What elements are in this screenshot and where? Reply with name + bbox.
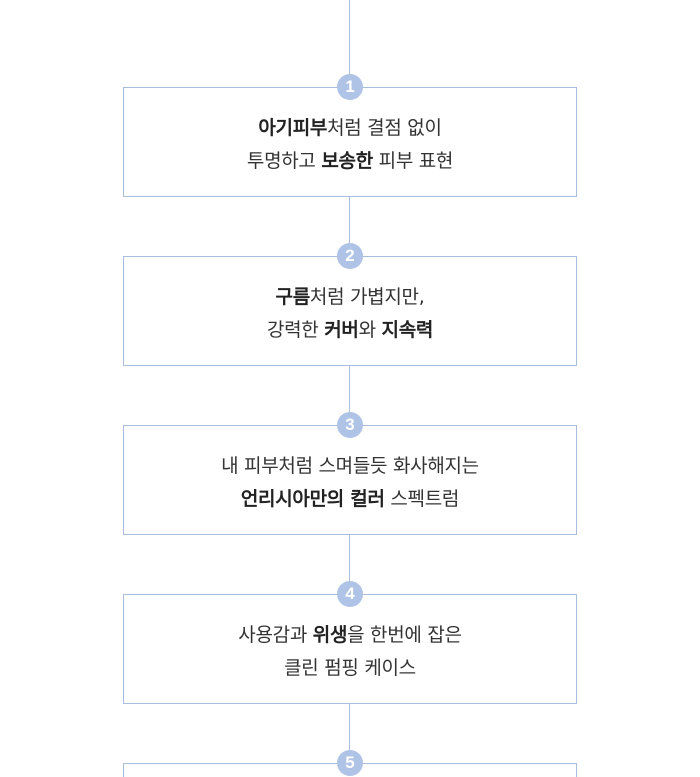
text-segment: 처럼 결점 없이 — [327, 117, 442, 139]
feature-line-2: 클린 펌핑 케이스 — [124, 652, 576, 685]
step-number-badge-2: 2 — [337, 243, 363, 269]
connector-line — [349, 535, 350, 594]
feature-line-1: 아기피부처럼 결점 없이 — [124, 112, 576, 145]
connector-line — [349, 0, 350, 87]
text-segment: 내 피부처럼 스며들듯 화사해지는 — [221, 455, 479, 477]
text-segment: 피부 표현 — [372, 150, 454, 172]
feature-card-1: 아기피부처럼 결점 없이 투명하고 보송한 피부 표현 — [123, 87, 577, 197]
feature-card-4: 사용감과 위생을 한번에 잡은 클린 펌핑 케이스 — [123, 594, 577, 704]
text-segment: 클린 펌핑 케이스 — [284, 657, 416, 679]
step-number-badge-1: 1 — [337, 74, 363, 100]
feature-card-3: 내 피부처럼 스며들듯 화사해지는 언리시아만의 컬러 스펙트럼 — [123, 425, 577, 535]
feature-line-2: 강력한 커버와 지속력 — [124, 314, 576, 347]
text-segment: 사용감과 — [238, 624, 313, 646]
text-segment: 강력한 — [266, 319, 325, 341]
feature-line-2: 언리시아만의 컬러 스펙트럼 — [124, 483, 576, 516]
feature-line-2: 투명하고 보송한 피부 표현 — [124, 145, 576, 178]
feature-card-text: 구름처럼 가볍지만, 강력한 커버와 지속력 — [124, 281, 576, 347]
text-segment: 을 한번에 잡은 — [347, 624, 462, 646]
text-segment: 언리시아만의 컬러 — [240, 488, 385, 510]
text-segment: 커버 — [324, 319, 359, 341]
text-segment: 위생 — [312, 624, 348, 646]
feature-card-2: 구름처럼 가볍지만, 강력한 커버와 지속력 — [123, 256, 577, 366]
step-number-badge-4: 4 — [337, 581, 363, 607]
feature-line-1: 구름처럼 가볍지만, — [124, 281, 576, 314]
text-segment: 보송한 — [321, 150, 373, 172]
feature-card-text: 아기피부처럼 결점 없이 투명하고 보송한 피부 표현 — [124, 112, 576, 178]
connector-line — [349, 366, 350, 425]
step-number-badge-3: 3 — [337, 412, 363, 438]
feature-line-1: 내 피부처럼 스며들듯 화사해지는 — [124, 450, 576, 483]
connector-line — [349, 704, 350, 763]
step-number-badge-5: 5 — [337, 750, 363, 776]
feature-card-text: 사용감과 위생을 한번에 잡은 클린 펌핑 케이스 — [124, 619, 576, 685]
text-segment: 투명하고 — [246, 150, 322, 172]
feature-line-1: 사용감과 위생을 한번에 잡은 — [124, 619, 576, 652]
text-segment: 와 — [358, 319, 382, 341]
text-segment: 구름 — [275, 286, 311, 308]
text-segment: 처럼 가볍지만, — [309, 286, 425, 308]
text-segment: 스펙트럼 — [384, 488, 460, 510]
feature-card-text: 내 피부처럼 스며들듯 화사해지는 언리시아만의 컬러 스펙트럼 — [124, 450, 576, 516]
text-segment: 지속력 — [381, 319, 434, 341]
connector-line — [349, 197, 350, 256]
text-segment: 아기피부 — [258, 117, 328, 139]
